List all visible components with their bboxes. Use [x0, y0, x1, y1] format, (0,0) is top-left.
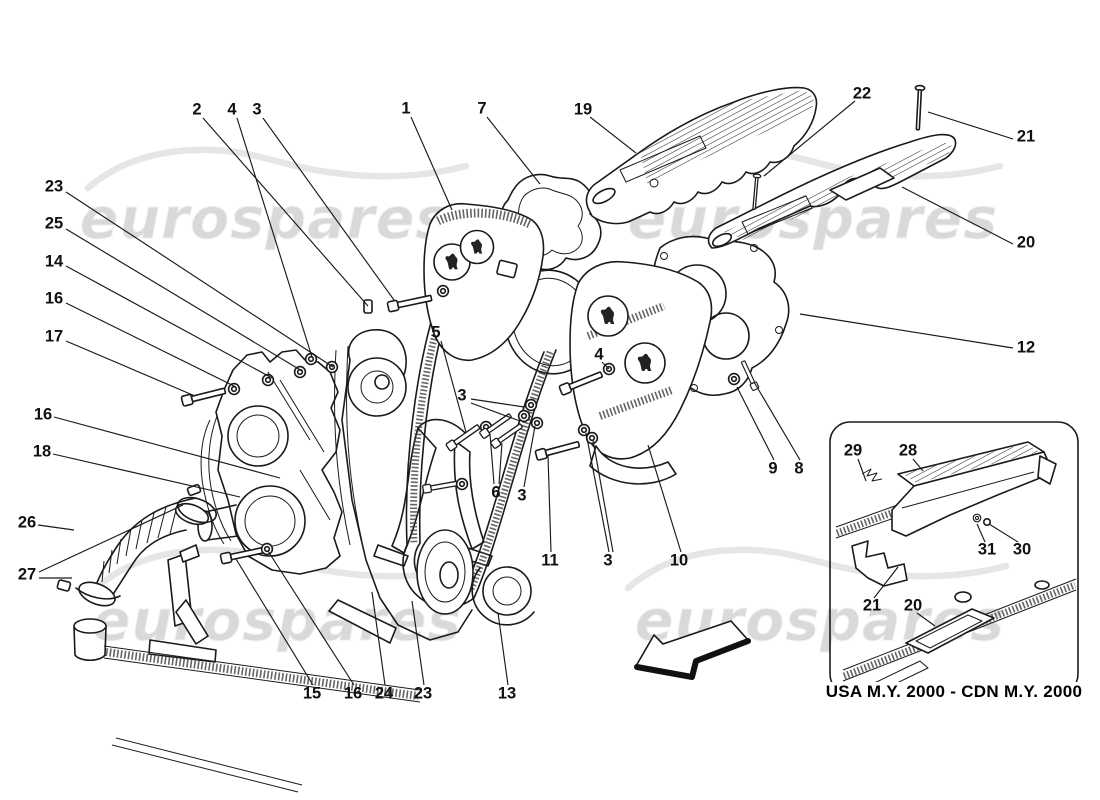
clip-29 [861, 468, 883, 482]
part-callout-12: 12 [1016, 338, 1036, 357]
part-callout-21: 21 [1016, 127, 1036, 146]
part-callout-3: 3 [517, 486, 527, 505]
part-callout-15: 15 [302, 684, 322, 703]
part-callout-3: 3 [603, 551, 613, 570]
inset-caption: USA M.Y. 2000 - CDN M.Y. 2000 [817, 682, 1091, 702]
screw-21 [912, 84, 926, 131]
part-callout-27: 27 [17, 565, 37, 584]
part-callout-13: 13 [497, 684, 517, 703]
part-callout-16: 16 [343, 684, 363, 703]
part-callout-4: 4 [594, 345, 604, 364]
screw-30 [982, 517, 991, 526]
car-swoosh-bottom-right [624, 546, 1010, 592]
part-callout-11: 11 [541, 551, 559, 570]
eurospares-watermark: eurospares [92, 588, 462, 654]
part-callout-22: 22 [852, 84, 872, 103]
left-camshaft-cover [197, 349, 343, 575]
part-callout-29: 29 [843, 441, 863, 460]
part-callout-18: 18 [32, 442, 52, 461]
part-callout-21: 21 [862, 596, 882, 615]
part-callout-1: 1 [401, 99, 411, 118]
part-callout-7: 7 [477, 99, 487, 118]
part-callout-5: 5 [431, 323, 441, 342]
front-cover-1 [423, 202, 545, 361]
part-callout-25: 25 [44, 214, 64, 233]
part-callout-10: 10 [669, 551, 689, 570]
part-callout-8: 8 [794, 459, 804, 478]
washer-31 [972, 513, 982, 523]
car-swoosh-top-left [84, 146, 470, 192]
part-callout-6: 6 [491, 483, 501, 502]
part-callout-20: 20 [1016, 233, 1036, 252]
rails [103, 645, 421, 793]
part-callout-16: 16 [44, 289, 64, 308]
part-callout-2: 2 [192, 100, 202, 119]
part-callout-20: 20 [903, 596, 923, 615]
mount-bracket [73, 544, 217, 663]
cover-20 [707, 133, 957, 249]
inset-rail-20 [842, 578, 1077, 697]
part-callout-26: 26 [17, 513, 37, 532]
part-callout-14: 14 [44, 252, 64, 271]
inset-cover-28 [891, 441, 1057, 537]
inset-box [829, 421, 1079, 697]
part-callout-3: 3 [252, 100, 262, 119]
part-callout-23: 23 [44, 177, 64, 196]
part-callout-16: 16 [33, 405, 53, 424]
part-callout-23: 23 [413, 684, 433, 703]
front-cover-10 [569, 260, 713, 485]
gasket-18 [200, 415, 232, 545]
leader-lines [37, 100, 1019, 686]
eurospares-watermark: eurospares [80, 186, 450, 252]
part-callout-9: 9 [768, 459, 778, 478]
direction-arrow [634, 620, 751, 680]
part-callout-19: 19 [573, 100, 593, 119]
inset-bracket-21 [851, 540, 908, 587]
part-callout-4: 4 [227, 100, 237, 119]
part-callout-24: 24 [374, 684, 394, 703]
screw-22 [749, 173, 762, 211]
part-callout-28: 28 [898, 441, 918, 460]
part-callout-31: 31 [977, 540, 997, 559]
part-callout-30: 30 [1012, 540, 1032, 559]
cover-19 [585, 86, 818, 225]
part-callout-17: 17 [44, 327, 64, 346]
part-callout-3: 3 [457, 386, 467, 405]
